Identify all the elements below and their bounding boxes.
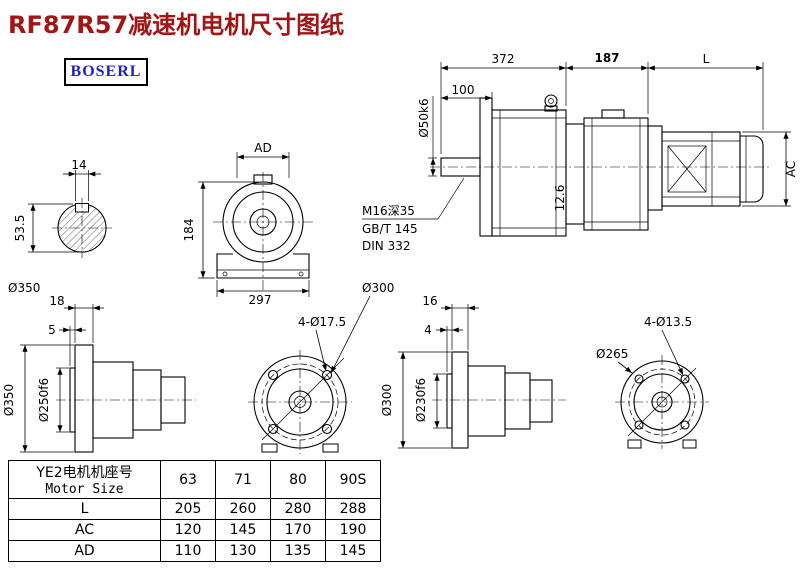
- dim-holes-17-5: 4-Ø17.5: [298, 315, 346, 329]
- size-col-90S: 90S: [325, 460, 381, 499]
- table-cell: 135: [270, 540, 326, 562]
- dim-flange-od-300: Ø300: [380, 384, 394, 416]
- brand-logo: BOSERL: [64, 58, 148, 86]
- dim-spigot-depth-5: 5: [48, 323, 56, 337]
- table-cell: 110: [160, 540, 216, 562]
- size-col-80: 80: [270, 460, 326, 499]
- bolt-hole: [267, 369, 279, 381]
- dim-AD: AD: [254, 141, 271, 155]
- dim-spigot-250: Ø250f6: [37, 378, 51, 422]
- bolt-hole: [680, 420, 690, 430]
- fan-cover: [739, 135, 764, 203]
- dim-shaft-dia: Ø50k6: [417, 98, 431, 137]
- dim-297: 297: [249, 293, 272, 307]
- dim-spigot-230: Ø230f6: [414, 378, 428, 422]
- table-cell: 205: [160, 498, 216, 520]
- dim-spigot-depth-4: 4: [424, 323, 432, 337]
- side-view: 372 187 L 100 Ø50k6 AC 12.6 M16深35 GB/T: [362, 51, 798, 253]
- dim-100: 100: [452, 83, 475, 97]
- gearbox-housing: [479, 94, 567, 237]
- bolt-hole: [634, 420, 644, 430]
- shaft-section-view: 14 53.5 Ø350: [8, 158, 112, 295]
- flange2-side-view: 16 4 Ø300 Ø230f6: [380, 294, 566, 449]
- table-cell: 260: [215, 498, 271, 520]
- size-col-71: 71: [215, 460, 271, 499]
- table-cell: 288: [325, 498, 381, 520]
- dim-372: 372: [492, 52, 515, 66]
- bolt-hole: [680, 374, 690, 384]
- dim-184: 184: [182, 219, 196, 242]
- bolt-hole: [321, 423, 333, 435]
- table-cell: 145: [325, 540, 381, 562]
- table-cell: 120: [160, 519, 216, 541]
- front-view: AD 184 297: [182, 141, 313, 307]
- dim-L: L: [703, 52, 710, 66]
- flange2-face-view: 4-Ø13.5 Ø265: [596, 315, 709, 449]
- table-cell: 145: [215, 519, 271, 541]
- dim-flange-thickness-16: 16: [422, 294, 437, 308]
- motor-size-label-en: Motor Size: [45, 482, 124, 497]
- dim-bc-265: Ø265: [596, 347, 628, 361]
- note-din-standard: DIN 332: [362, 239, 410, 253]
- note-gb-standard: GB/T 145: [362, 222, 418, 236]
- dim-flange-thickness-18: 18: [49, 294, 64, 308]
- dim-12-6: 12.6: [553, 185, 567, 212]
- motor-body: [647, 125, 764, 211]
- dim-53-5: 53.5: [13, 215, 27, 242]
- flange1-face-view: 4-Ø17.5 Ø300: [248, 281, 394, 454]
- motor-size-header-cell: YE2电机机座号 Motor Size: [8, 460, 161, 499]
- table-header-row: YE2电机机座号 Motor Size 63 71 80 90S: [8, 460, 381, 499]
- table-row: AC 120 145 170 190: [8, 519, 381, 541]
- lifting-eye: [544, 94, 558, 108]
- bolt-hole: [267, 423, 279, 435]
- dimension-table: YE2电机机座号 Motor Size 63 71 80 90S L 205 2…: [8, 460, 381, 562]
- table-row: L 205 260 280 288: [8, 498, 381, 520]
- dim-187: 187: [594, 51, 619, 65]
- bolt-hole: [321, 369, 333, 381]
- row-label-AC: AC: [8, 519, 161, 541]
- flange1-side-view: 18 5 Ø350 Ø250f6: [2, 294, 196, 453]
- dim-keyway-14: 14: [71, 158, 86, 172]
- bolt-hole: [634, 374, 644, 384]
- table-cell: 280: [270, 498, 326, 520]
- page-title: RF87R57减速机电机尺寸图纸: [8, 11, 345, 39]
- dim-holes-13-5: 4-Ø13.5: [644, 315, 692, 329]
- dim-bc-300: Ø300: [362, 281, 394, 295]
- row-label-L: L: [8, 498, 161, 520]
- table-row: AD 110 130 135 145: [8, 540, 381, 562]
- size-col-63: 63: [160, 460, 216, 499]
- table-cell: 130: [215, 540, 271, 562]
- dim-od-350: Ø350: [8, 281, 40, 295]
- row-label-AD: AD: [8, 540, 161, 562]
- technical-drawing: 372 187 L 100 Ø50k6 AC 12.6 M16深35 GB/T: [2, 51, 798, 454]
- second-stage-housing: [565, 109, 649, 231]
- motor-size-label-cn: YE2电机机座号: [36, 465, 133, 481]
- table-cell: 190: [325, 519, 381, 541]
- table-cell: 170: [270, 519, 326, 541]
- note-tap-hole: M16深35: [362, 204, 415, 218]
- dim-AC: AC: [784, 161, 798, 177]
- dim-flange-od-350: Ø350: [2, 384, 16, 416]
